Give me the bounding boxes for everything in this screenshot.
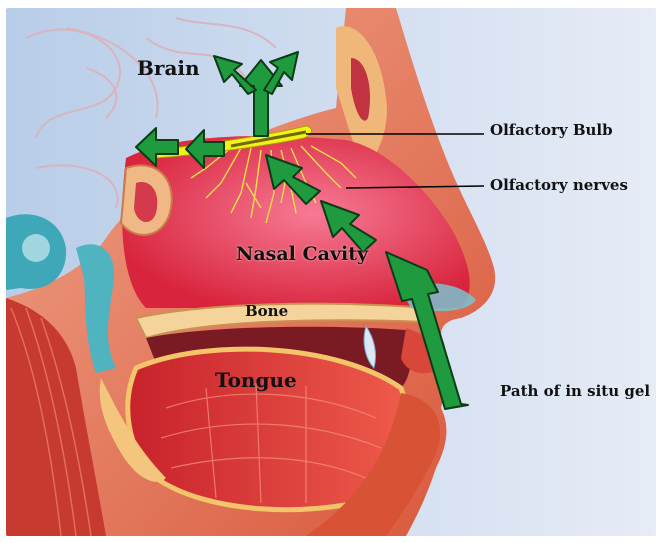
bone-label: Bone [245, 304, 288, 319]
illustration-frame [6, 8, 656, 536]
olfactory-bulb-label: Olfactory Bulb [490, 123, 613, 138]
nasal-cavity-label: Nasal Cavity [236, 245, 368, 264]
brain-label: Brain [137, 58, 200, 78]
tongue-label: Tongue [215, 370, 297, 390]
ear-canal [22, 234, 50, 262]
olfactory-nerves-label: Olfactory nerves [490, 178, 628, 193]
head-cross-section [6, 8, 656, 536]
gel-path-label: Path of in situ gel [500, 384, 650, 399]
